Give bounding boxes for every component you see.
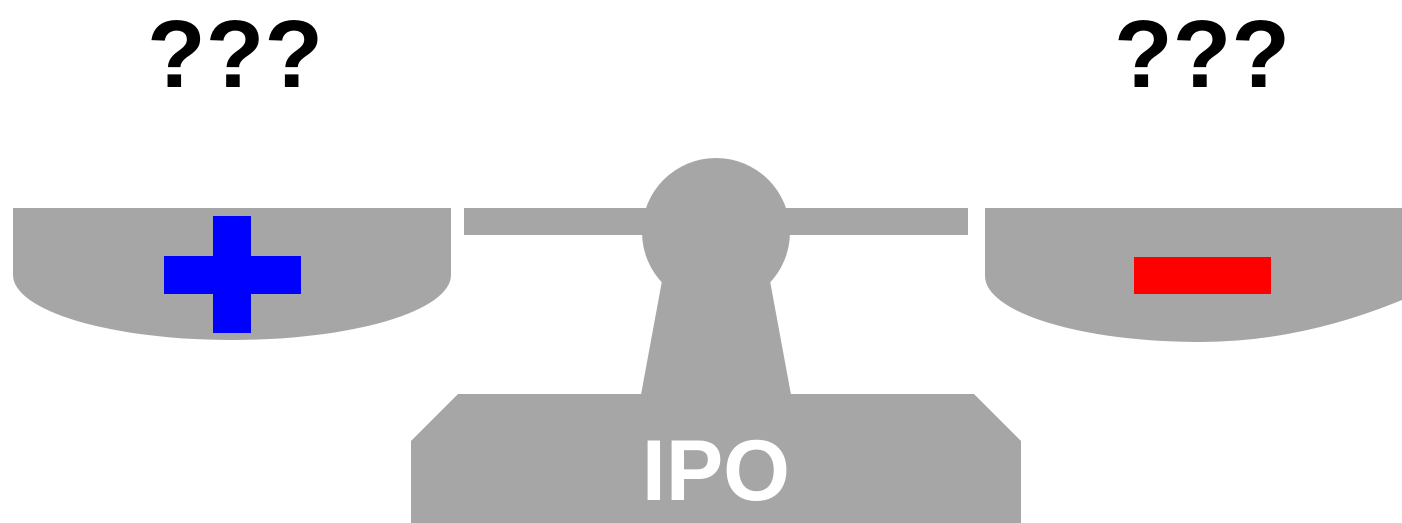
base-label: IPO — [642, 423, 790, 519]
beam-right-arm — [768, 208, 968, 235]
scale-pivot — [642, 158, 790, 306]
minus-icon — [1134, 257, 1271, 294]
beam-left-arm — [464, 208, 664, 235]
